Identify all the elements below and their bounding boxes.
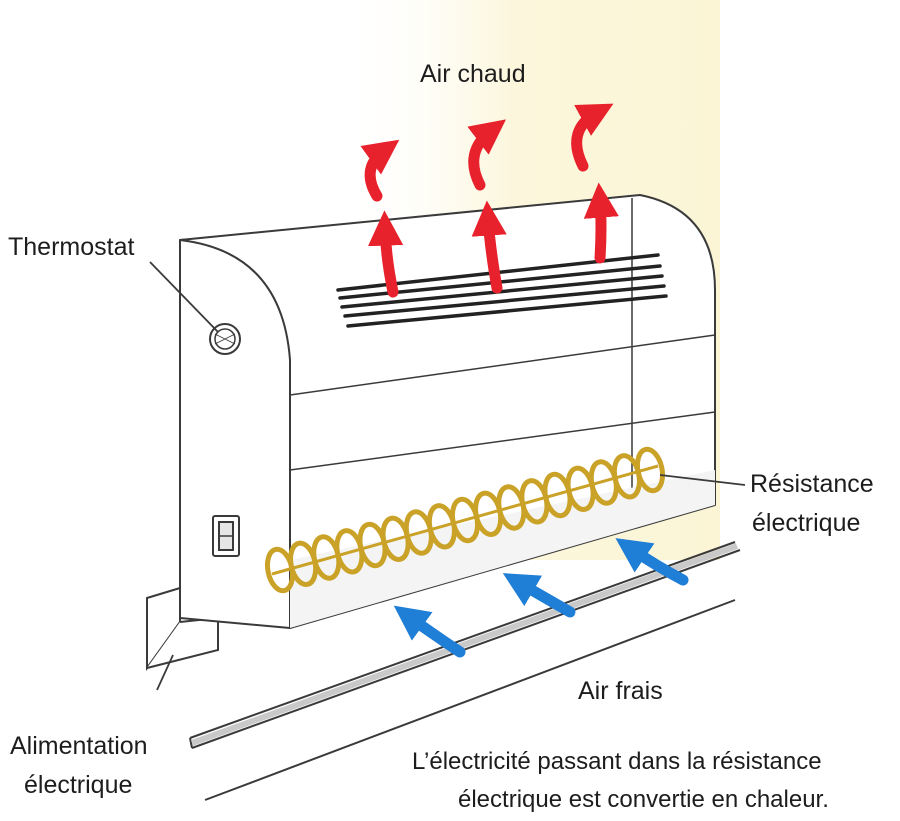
coil-core [271,464,659,576]
cool-air-arrow-icon [615,538,689,586]
thermostat-leader [149,261,219,333]
thermostat-label: Thermostat [8,233,135,261]
hot-air-arrow-icon [360,139,400,202]
caption-line2: électrique est convertie en chaleur. [458,786,829,813]
hot-air-arrow-icon [471,200,507,294]
resistance-leader [659,474,746,486]
hot-air-arrow-icon [367,210,404,298]
power-label-line2: électrique [24,771,133,799]
baseboard [189,541,741,801]
power-label-line1: Alimentation [10,732,148,760]
cool-air-arrows [393,538,689,658]
leader-lines [149,261,746,691]
rocker-switch-icon [212,515,240,557]
resistance-label-line1: Résistance [750,470,874,498]
cool-air-label: Air frais [578,677,663,705]
hot-air-arrows [360,103,619,298]
hot-air-label: Air chaud [420,60,526,88]
power-supply-box [146,586,219,672]
hot-air-arrow-icon [571,103,614,172]
heating-coil [264,446,666,594]
resistance-label-line2: électrique [752,509,861,537]
heater-body [179,194,716,629]
hot-air-arrow-icon [467,119,507,191]
power-leader [156,654,174,691]
hot-air-arrow-icon [583,182,619,264]
cool-air-arrow-icon [502,573,576,618]
caption-line1: L’électricité passant dans la résistance [412,748,822,775]
cool-air-arrow-icon [393,605,466,658]
